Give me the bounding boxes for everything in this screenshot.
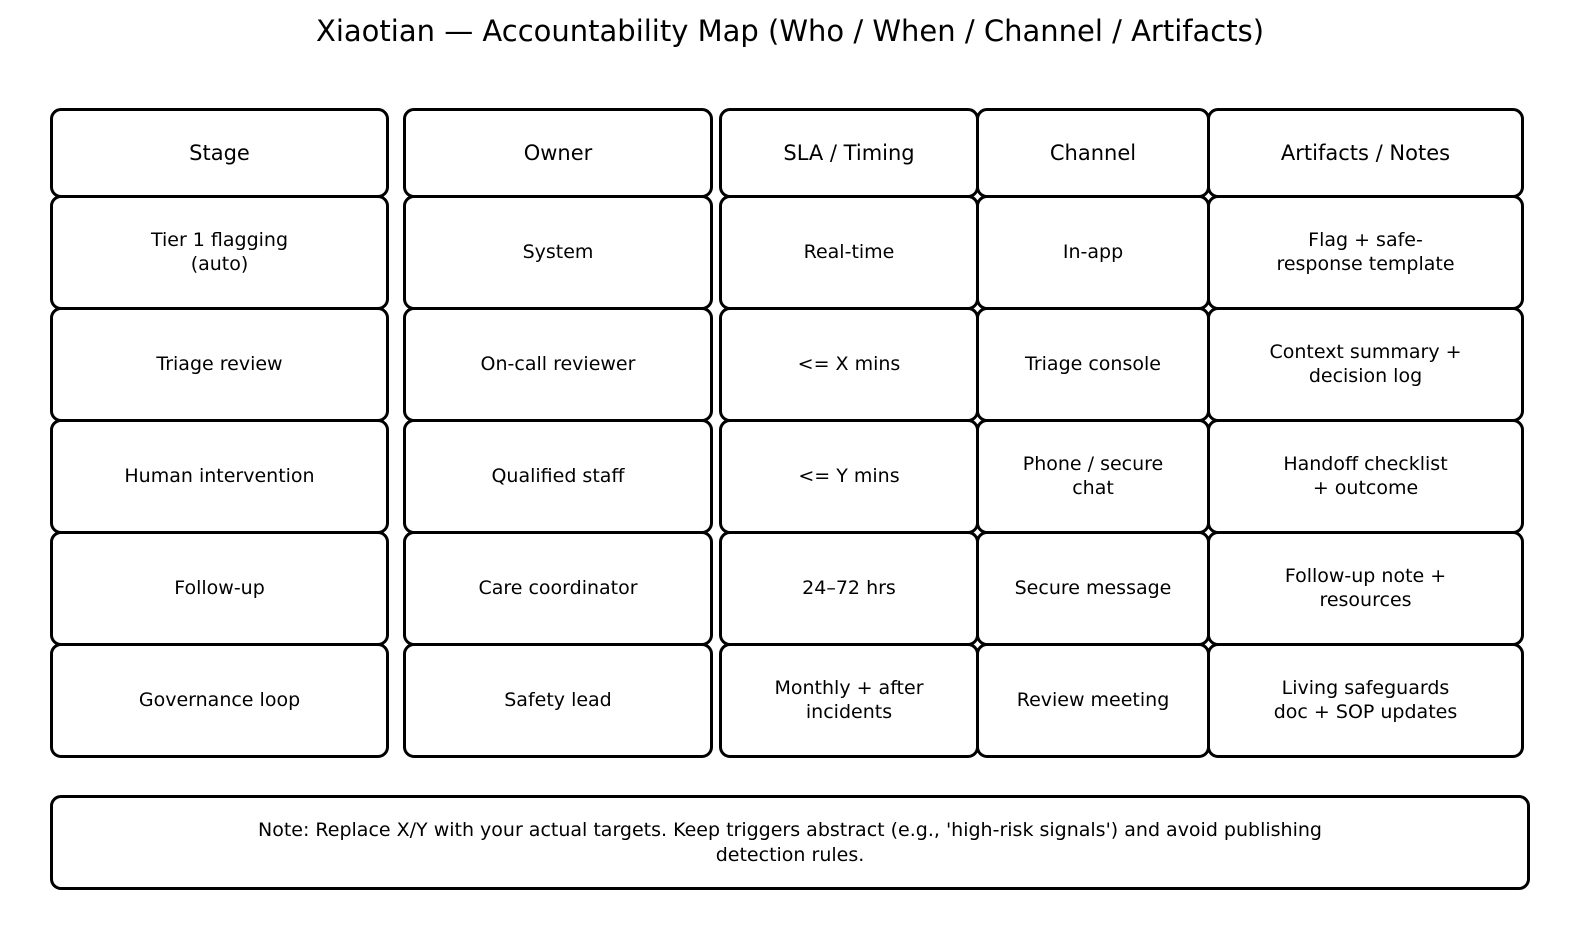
header-channel: Channel bbox=[976, 108, 1210, 198]
cell-stage: Triage review bbox=[50, 307, 389, 422]
cell-owner: On-call reviewer bbox=[403, 307, 713, 422]
header-row: Stage Owner SLA / Timing Channel Artifac… bbox=[50, 108, 1530, 198]
cell-stage: Governance loop bbox=[50, 643, 389, 758]
page-title: Xiaotian — Accountability Map (Who / Whe… bbox=[315, 14, 1265, 48]
cell-sla: <= X mins bbox=[719, 307, 979, 422]
cell-channel: Secure message bbox=[976, 531, 1210, 646]
note-box: Note: Replace X/Y with your actual targe… bbox=[50, 795, 1530, 890]
cell-channel: Triage console bbox=[976, 307, 1210, 422]
header-stage: Stage bbox=[50, 108, 389, 198]
cell-stage: Follow-up bbox=[50, 531, 389, 646]
cell-sla: Monthly + after incidents bbox=[719, 643, 979, 758]
cell-owner: Qualified staff bbox=[403, 419, 713, 534]
cell-stage: Human intervention bbox=[50, 419, 389, 534]
cell-channel: In-app bbox=[976, 195, 1210, 310]
cell-artifacts: Handoff checklist + outcome bbox=[1207, 419, 1524, 534]
table-row-human-intervention: Human intervention Qualified staff <= Y … bbox=[50, 419, 1530, 534]
cell-channel: Review meeting bbox=[976, 643, 1210, 758]
cell-sla: <= Y mins bbox=[719, 419, 979, 534]
cell-owner: Care coordinator bbox=[403, 531, 713, 646]
header-artifacts-notes: Artifacts / Notes bbox=[1207, 108, 1524, 198]
accountability-table: Stage Owner SLA / Timing Channel Artifac… bbox=[50, 108, 1530, 758]
cell-channel: Phone / secure chat bbox=[976, 419, 1210, 534]
cell-artifacts: Follow-up note + resources bbox=[1207, 531, 1524, 646]
cell-sla: 24–72 hrs bbox=[719, 531, 979, 646]
table-row-governance-loop: Governance loop Safety lead Monthly + af… bbox=[50, 643, 1530, 758]
cell-artifacts: Living safeguards doc + SOP updates bbox=[1207, 643, 1524, 758]
table-row-triage-review: Triage review On-call reviewer <= X mins… bbox=[50, 307, 1530, 422]
header-sla-timing: SLA / Timing bbox=[719, 108, 979, 198]
cell-owner: System bbox=[403, 195, 713, 310]
cell-stage: Tier 1 flagging (auto) bbox=[50, 195, 389, 310]
table-row-tier1-flagging: Tier 1 flagging (auto) System Real-time … bbox=[50, 195, 1530, 310]
table-row-follow-up: Follow-up Care coordinator 24–72 hrs Sec… bbox=[50, 531, 1530, 646]
cell-owner: Safety lead bbox=[403, 643, 713, 758]
cell-artifacts: Context summary + decision log bbox=[1207, 307, 1524, 422]
cell-sla: Real-time bbox=[719, 195, 979, 310]
header-owner: Owner bbox=[403, 108, 713, 198]
cell-artifacts: Flag + safe- response template bbox=[1207, 195, 1524, 310]
